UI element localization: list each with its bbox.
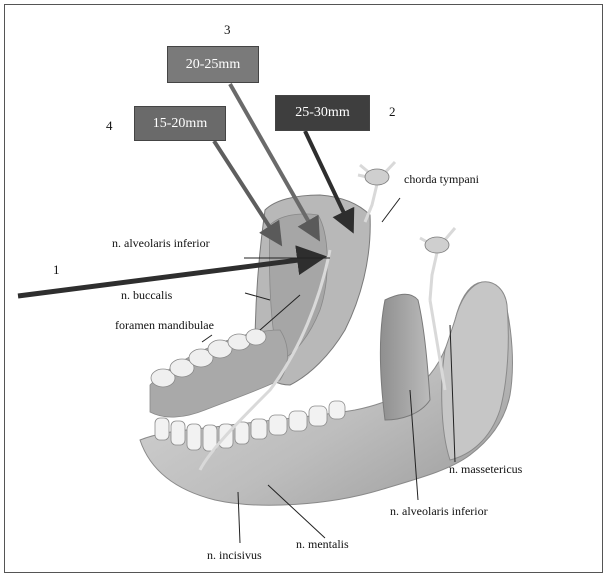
label-n-mentalis: n. mentalis <box>296 537 349 552</box>
label-n-massetericus: n. massetericus <box>449 462 522 477</box>
ramus-right <box>380 294 430 420</box>
measurement-box-15-20: 15-20mm <box>134 106 226 141</box>
arrow-number-2: 2 <box>389 104 396 120</box>
label-chorda-tympani: chorda tympani <box>404 172 479 187</box>
arrow-number-3: 3 <box>224 22 231 38</box>
label-foramen-mandibulae: foramen mandibulae <box>115 318 214 333</box>
arrow-number-4: 4 <box>106 118 113 134</box>
arrow-number-1: 1 <box>53 262 60 278</box>
label-n-alveolaris-inferior-lower: n. alveolaris inferior <box>390 504 488 519</box>
measurement-box-25-30: 25-30mm <box>275 95 370 131</box>
measurement-box-20-25: 20-25mm <box>167 46 259 83</box>
label-n-alveolaris-inferior-upper: n. alveolaris inferior <box>112 236 210 251</box>
label-n-incisivus: n. incisivus <box>207 548 262 563</box>
label-n-buccalis: n. buccalis <box>121 288 172 303</box>
